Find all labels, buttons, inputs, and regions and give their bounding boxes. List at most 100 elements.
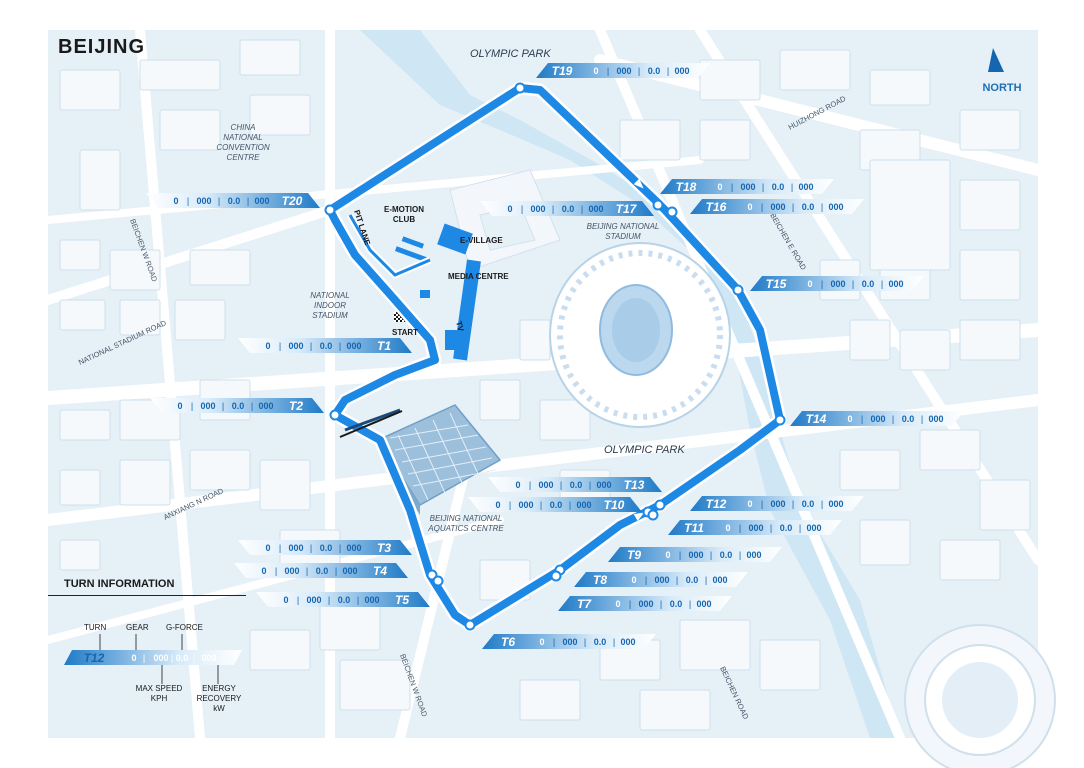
turn-marker (654, 499, 666, 511)
turn-id: T16 (706, 200, 727, 214)
turn-label-band (536, 63, 710, 78)
building-block (869, 159, 951, 271)
building-block (619, 119, 681, 161)
turn-label-band (690, 496, 864, 511)
turn-value: 0 (265, 543, 270, 553)
turn-label-band (488, 477, 662, 492)
turn-id: T13 (624, 478, 645, 492)
turn-marker (666, 206, 678, 218)
turn-label-band (660, 179, 834, 194)
building-block (79, 149, 121, 211)
turn-value: 000 (596, 480, 611, 490)
separator-glyph: | (143, 653, 145, 663)
turn-value: 000 (740, 182, 755, 192)
building-block (139, 59, 221, 91)
turn-value: 000 (306, 595, 321, 605)
direction-arrow-icon (633, 178, 644, 189)
turn-value: 000 (562, 637, 577, 647)
turn-marker (464, 619, 476, 631)
turn-label-band (574, 572, 748, 587)
sector-line (339, 410, 403, 438)
separator-glyph: | (881, 279, 883, 289)
venue-label-convention-line: NATIONAL (223, 133, 262, 142)
turn-marker (514, 82, 526, 94)
turn-label-band (668, 520, 842, 535)
building-block (959, 319, 1021, 361)
legend-gear-caption: GEAR (126, 623, 149, 632)
turn-value: 0 (261, 566, 266, 576)
building-block (339, 659, 411, 711)
turn-value: 000 (712, 575, 727, 585)
turn-value: 000 (364, 595, 379, 605)
building-block (779, 49, 851, 91)
building-block (919, 429, 981, 471)
separator-glyph: | (247, 196, 249, 206)
building-block (319, 599, 381, 651)
separator-glyph: | (792, 499, 794, 509)
turn-value: 000 (638, 599, 653, 609)
turn-value: 0.0 (562, 204, 575, 214)
separator-glyph: | (821, 202, 823, 212)
turn-label-band (790, 411, 964, 426)
building-block (159, 109, 221, 151)
turn-label-band (256, 592, 430, 607)
turn-value: 0 (507, 204, 512, 214)
turn-id: T20 (282, 194, 303, 208)
venue-label-indoor-stadium-line: STADIUM (312, 311, 348, 320)
separator-glyph: | (821, 279, 823, 289)
direction-arrow-icon (633, 512, 645, 521)
building-block (59, 299, 106, 331)
turn-value: 000 (530, 204, 545, 214)
building-block (539, 399, 591, 441)
separator-glyph: | (739, 550, 741, 560)
building-block (959, 179, 1021, 231)
turn-label-band (238, 338, 412, 353)
turn-value: 000 (196, 196, 211, 206)
legend-energy-caption: ENERGY RECOVERY kW (196, 684, 242, 714)
facility-label-media-centre: MEDIA CENTRE (448, 272, 509, 281)
building-block (979, 479, 1031, 531)
turn-value: 0.0 (802, 202, 815, 212)
race-track (323, 81, 787, 632)
separator-glyph: | (689, 599, 691, 609)
building-block (109, 249, 161, 291)
separator-glyph: | (529, 480, 531, 490)
turn-id: T15 (766, 277, 787, 291)
turn-value: 0.0 (686, 575, 699, 585)
north-indicator: NORTH (972, 46, 1032, 94)
venue-label-national-stadium-line: BEIJING NATIONAL (587, 222, 660, 231)
turn-label-band (238, 540, 412, 555)
separator-glyph: | (193, 653, 195, 663)
turn-label-band (234, 563, 408, 578)
building-block (859, 519, 911, 566)
separator-glyph: | (275, 566, 277, 576)
building-block (239, 39, 301, 76)
building-block (849, 319, 891, 361)
turn-id: T8 (593, 573, 607, 587)
building-block (59, 239, 101, 271)
turn-value: 0.0 (550, 500, 563, 510)
venue-label-convention-line: CENTRE (227, 153, 261, 162)
turn-value: 0.0 (316, 566, 329, 576)
separator-glyph: | (297, 595, 299, 605)
separator-glyph: | (560, 480, 562, 490)
separator-glyph: | (187, 196, 189, 206)
turn-value: 0 (177, 401, 182, 411)
turn-value: 000 (828, 499, 843, 509)
facility-label-start: START (392, 328, 418, 337)
separator-glyph: | (861, 414, 863, 424)
turn-value: 0.0 (232, 401, 245, 411)
separator-glyph: | (540, 500, 542, 510)
separator-glyph: | (222, 401, 224, 411)
separator-glyph: | (581, 204, 583, 214)
turn-value: 000 (806, 523, 821, 533)
